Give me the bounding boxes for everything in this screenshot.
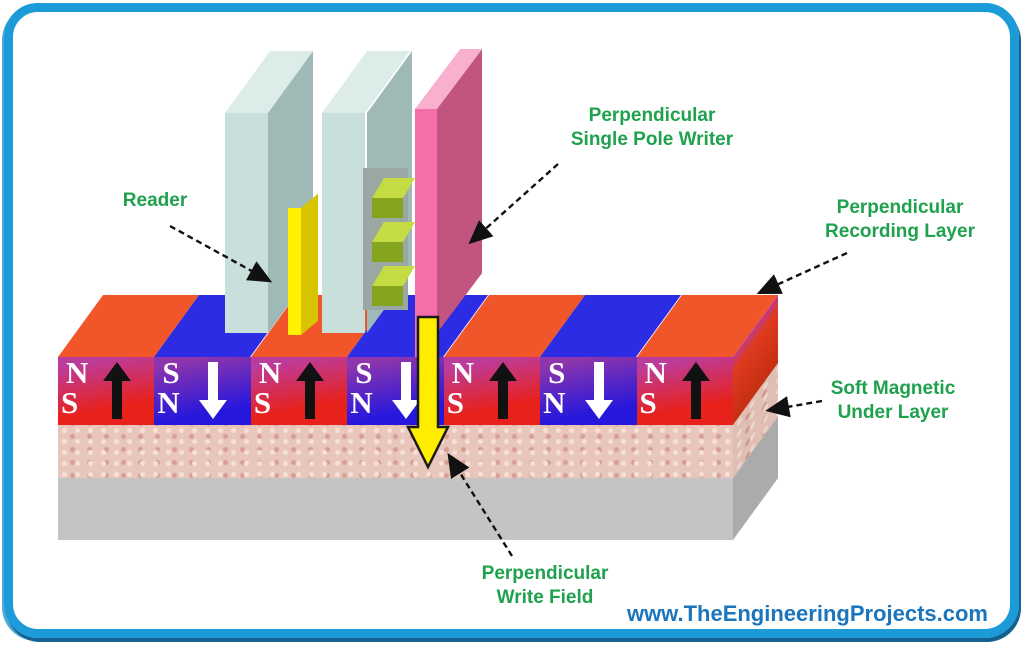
soft-underlayer-front-face [58,425,733,478]
label-recording-line2: Recording Layer [825,221,975,242]
writer-main-pole [415,109,437,333]
pole-letter-bottom: S [446,385,464,420]
reader-element-side-face [301,193,318,335]
writer-pointer-arrow [468,163,559,245]
label-writer-line2: Single Pole Writer [570,129,734,150]
reader-shield-left [225,113,268,333]
pole-letter-bottom: S [253,385,272,420]
writer-coil-turn [372,242,403,262]
pole-letter-top: N [258,357,282,390]
magnetization-down-arrow [391,362,421,420]
label-reader: Reader [123,189,187,213]
writer-coil-turn [372,198,403,218]
watermark-url: www.TheEngineeringProjects.com [626,601,988,626]
label-write-field: Perpendicular Write Field [482,562,609,610]
pole-letter-bottom: S [639,385,657,420]
pole-letter-bottom: S [61,385,79,420]
pole-letter-top: S [162,357,180,390]
magnetization-down-arrow [198,362,228,420]
pole-letter-top: N [451,357,475,390]
magnetization-up-arrow [102,362,132,420]
magnetization-up-arrow [681,362,711,420]
label-under-line2: Under Layer [837,402,949,423]
write-field-arrow [405,315,451,470]
pole-letter-bottom: N [157,385,180,420]
label-recording-layer: Perpendicular Recording Layer [825,196,975,244]
label-field-line2: Write Field [496,587,594,608]
pole-letter-top: S [548,357,566,390]
magnetization-up-arrow [488,362,518,420]
magnetization-up-arrow [295,362,325,420]
label-under-line1: Soft Magnetic [830,378,956,399]
label-field-line1: Perpendicular [481,563,609,584]
writer-coil-turn [372,286,403,306]
label-single-pole-writer: Perpendicular Single Pole Writer [571,104,733,152]
pole-letter-bottom: N [543,385,566,420]
writer-return-pole [322,113,365,333]
pole-letter-top: S [355,357,373,390]
magnetization-down-arrow [584,362,614,420]
label-under-layer: Soft Magnetic Under Layer [831,377,956,425]
pole-letter-top: N [644,357,667,390]
recording-layer-pointer-arrow [756,251,848,294]
pole-letter-top: N [66,357,89,390]
reader-element [288,208,301,335]
label-recording-line1: Perpendicular [836,197,964,218]
label-reader-text: Reader [122,190,188,211]
pole-letter-bottom: N [350,385,373,420]
label-writer-line1: Perpendicular [588,105,716,126]
substrate-front-face [58,478,733,540]
